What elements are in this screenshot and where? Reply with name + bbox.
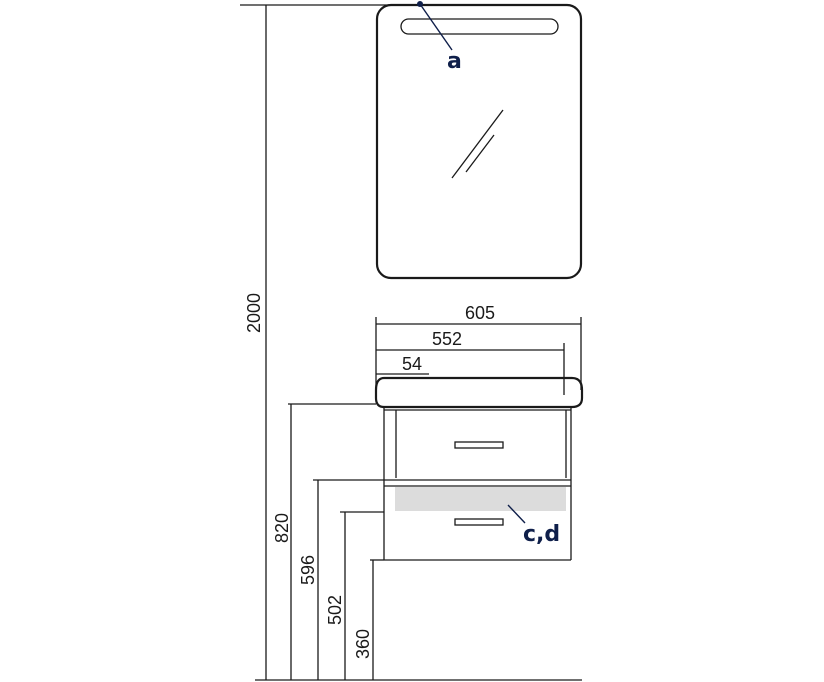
callout-leader-a [419, 3, 453, 51]
dim-label-502: 502 [325, 595, 345, 625]
callout-label-a: a [447, 49, 462, 74]
dim-label-820: 820 [272, 513, 292, 543]
dim-label-54: 54 [402, 354, 422, 374]
mirror-light-bar [400, 18, 559, 35]
dim-label-552: 552 [432, 329, 462, 349]
dim-label-2000: 2000 [244, 293, 264, 333]
top-drawer-handle [454, 441, 504, 449]
accessory-zone [395, 487, 566, 511]
bottom-drawer-handle [454, 518, 504, 526]
mirror-frame [375, 3, 583, 280]
mirror-glare-line-1 [451, 109, 504, 179]
dim-label-360: 360 [353, 629, 373, 659]
callout-label-cd: c,d [523, 522, 560, 547]
countertop-basin [374, 376, 584, 409]
mirror-glare-line-2 [465, 134, 495, 173]
dim-label-596: 596 [298, 555, 318, 585]
callout-leader-cd [507, 504, 526, 524]
dim-label-605: 605 [465, 303, 495, 323]
